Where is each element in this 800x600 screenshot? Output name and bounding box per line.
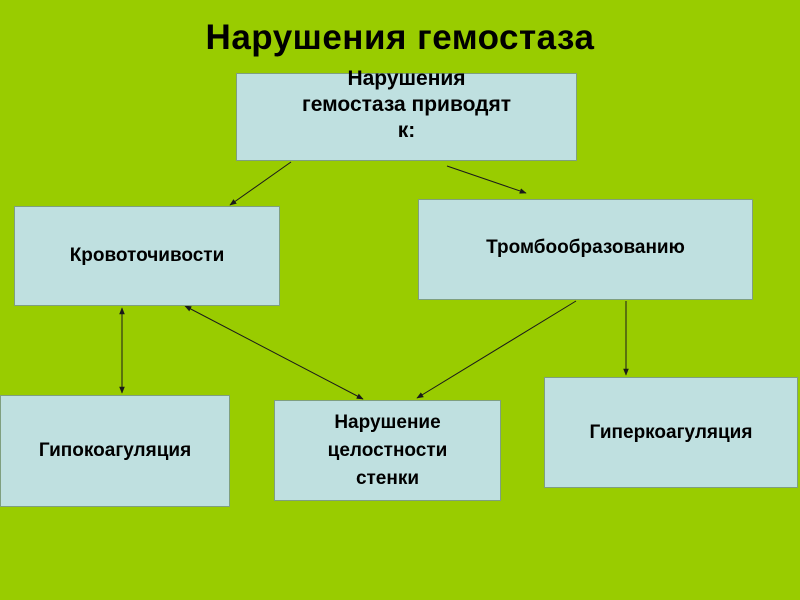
node-thrombosis-label: Тромбообразованию	[486, 237, 685, 258]
node-bleeding-label: Кровоточивости	[69, 245, 225, 266]
slide-title: Нарушения гемостаза	[205, 18, 595, 57]
node-hypocoagulation-label: Гипокоагуляция	[38, 440, 192, 461]
node-hypercoagulation: Гиперкоагуляция	[544, 377, 798, 488]
arrow-root-to-bleeding	[229, 161, 292, 206]
node-root: Нарушения гемостаза приводят к:	[236, 67, 577, 161]
node-hypercoagulation-label: Гиперкоагуляция	[589, 421, 753, 443]
arrow-bleeding-wall	[184, 305, 364, 400]
node-root-label: Нарушения гемостаза приводят к:	[301, 67, 511, 142]
node-bleeding: Кровоточивости	[14, 206, 280, 306]
node-thrombosis: Тромбообразованию	[418, 199, 753, 300]
node-hypocoagulation: Гипокоагуляция	[0, 395, 230, 507]
node-wall-damage-label: Нарушение целостности стенки	[327, 411, 448, 489]
node-wall-damage: Нарушение целостности стенки	[274, 400, 501, 501]
arrow-root-to-thrombosis	[446, 165, 527, 194]
